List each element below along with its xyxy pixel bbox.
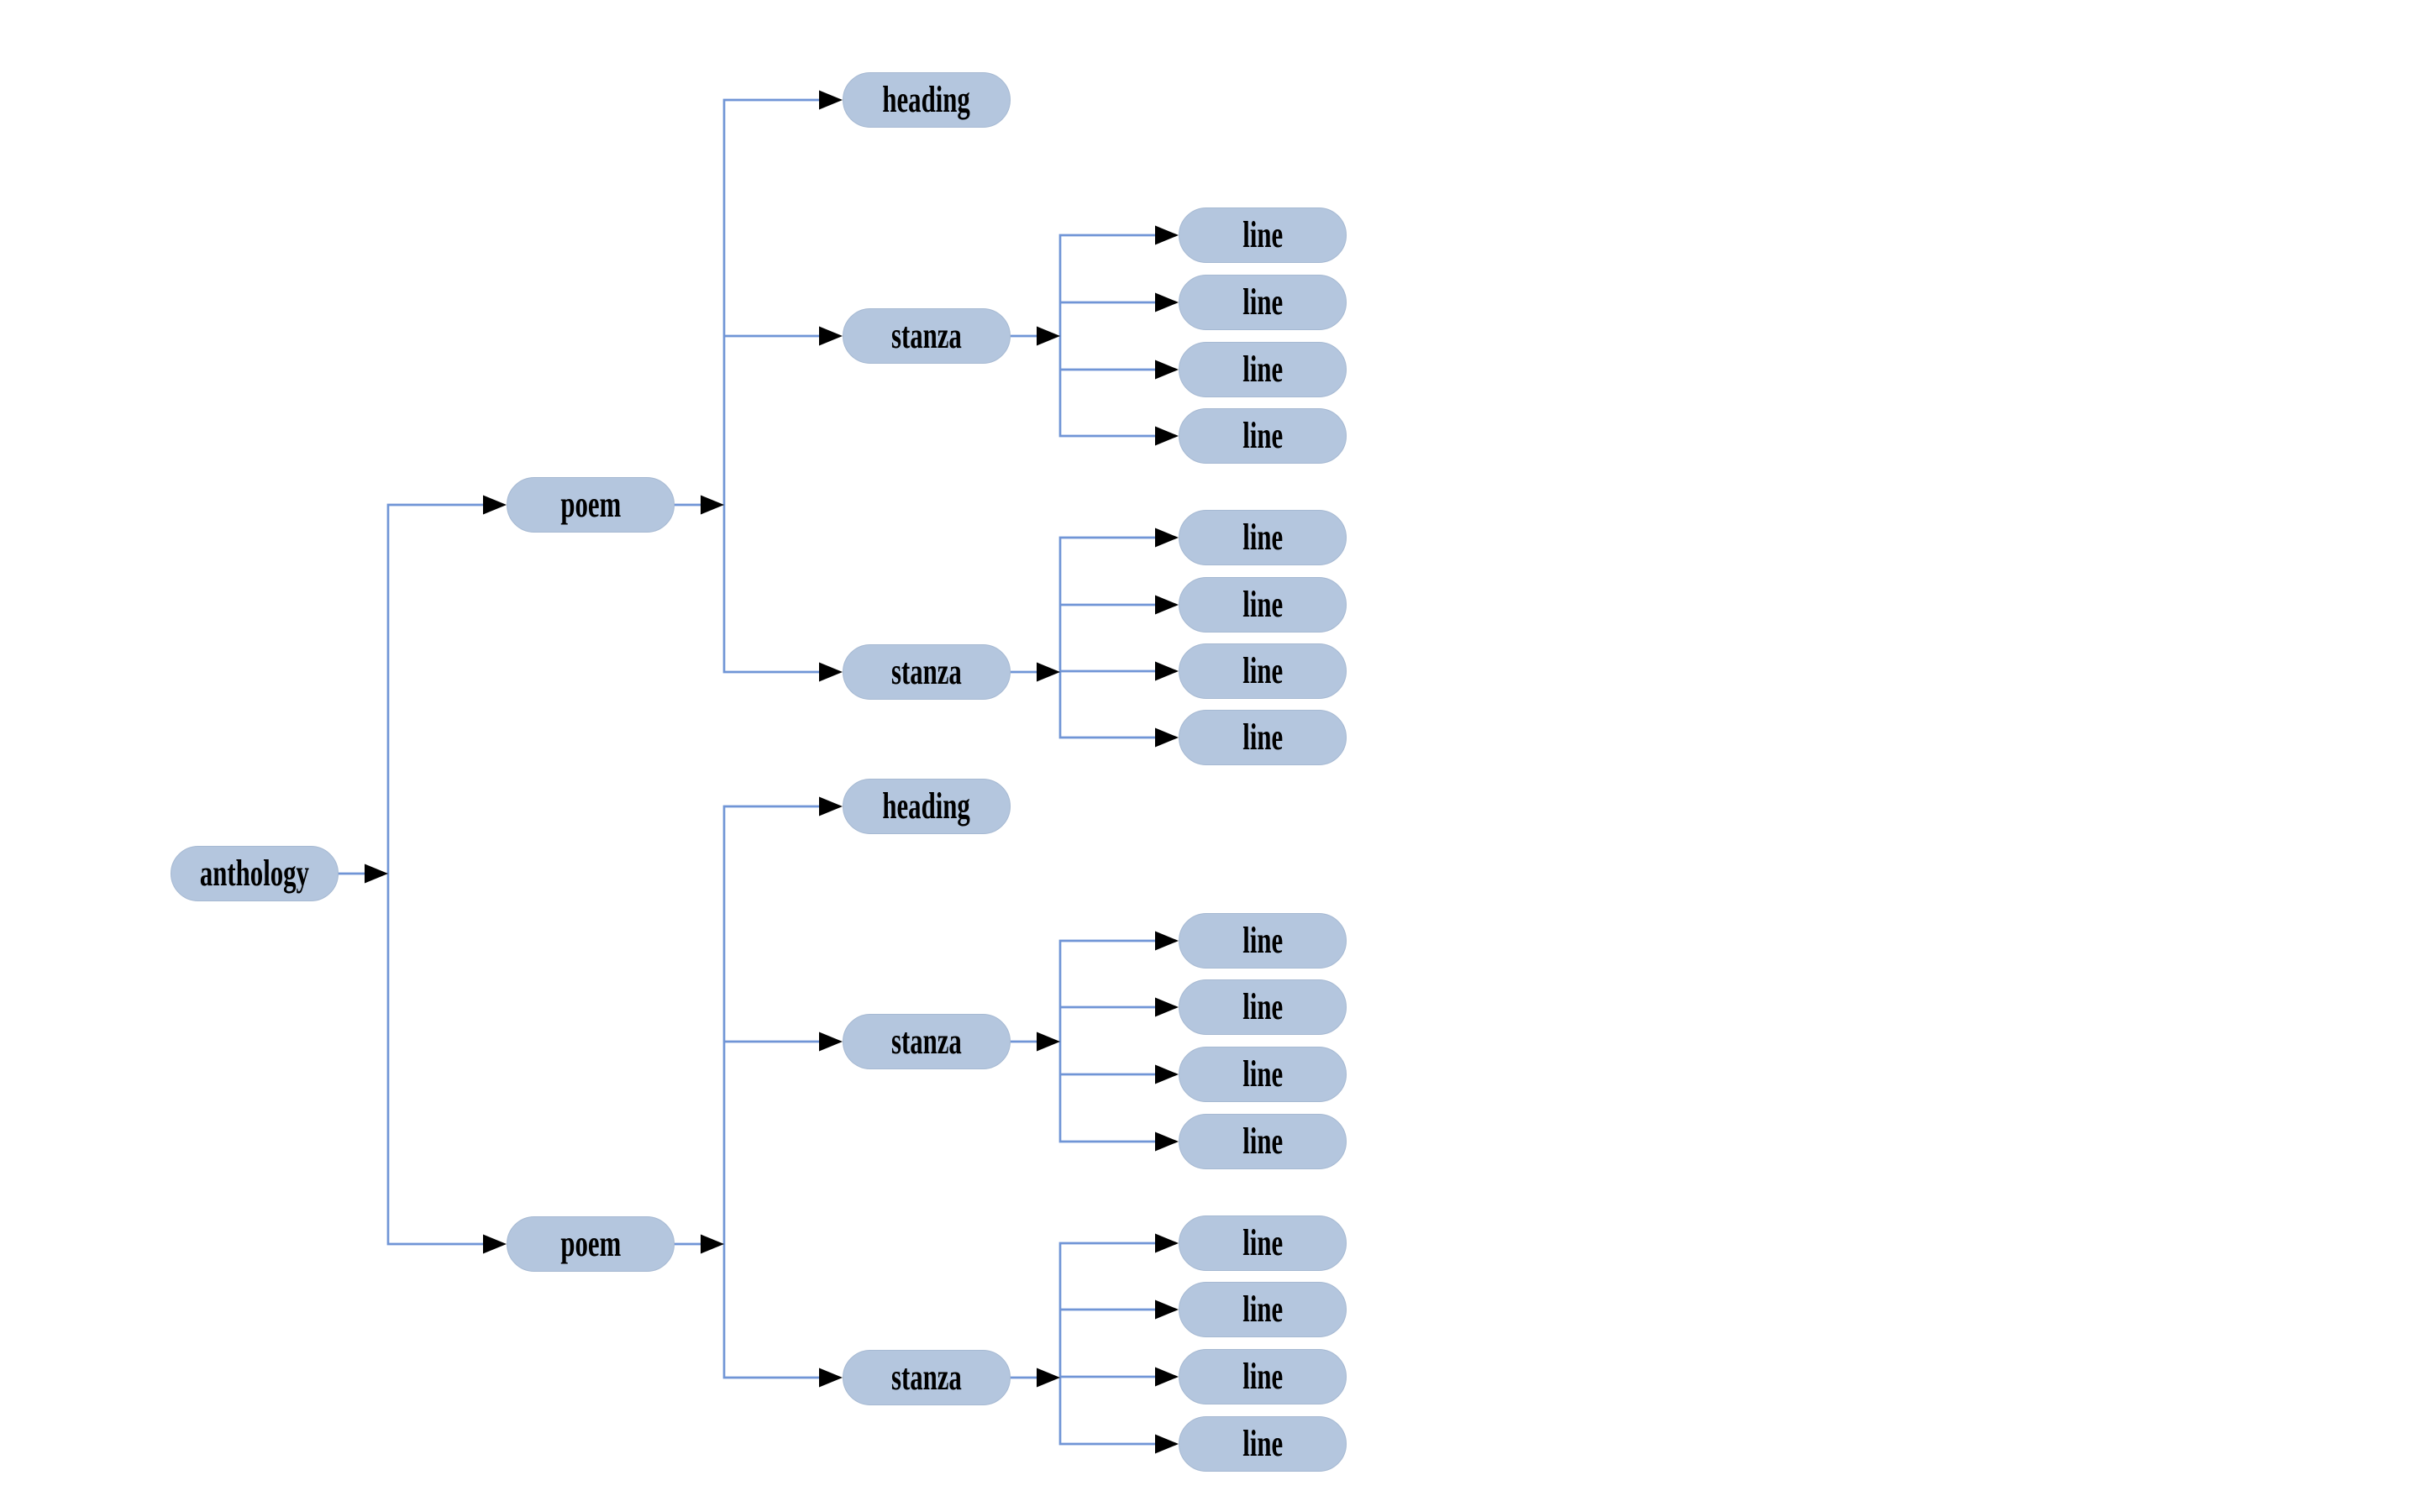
node-poem-1: poem xyxy=(507,477,675,533)
node-stanza-2: stanza xyxy=(843,644,1011,700)
node-line-6: line xyxy=(1179,577,1347,633)
node-line-3-label: line xyxy=(1242,349,1283,390)
node-poem-2: poem xyxy=(507,1216,675,1272)
arrowhead-icons xyxy=(365,90,1179,1454)
node-anthology: anthology xyxy=(171,846,339,901)
node-line-6-label: line xyxy=(1242,584,1283,625)
node-line-16-label: line xyxy=(1242,1423,1283,1464)
node-stanza-4: stanza xyxy=(843,1350,1011,1405)
node-poem-2-label: poem xyxy=(560,1223,621,1264)
node-line-11: line xyxy=(1179,1047,1347,1102)
node-stanza-1: stanza xyxy=(843,308,1011,364)
node-line-1-label: line xyxy=(1242,214,1283,255)
node-heading-1: heading xyxy=(843,72,1011,128)
node-line-1: line xyxy=(1179,207,1347,263)
node-line-5-label: line xyxy=(1242,517,1283,558)
node-stanza-1-label: stanza xyxy=(891,315,962,356)
node-heading-2: heading xyxy=(843,779,1011,834)
node-line-7: line xyxy=(1179,643,1347,699)
node-line-10: line xyxy=(1179,979,1347,1035)
node-line-7-label: line xyxy=(1242,650,1283,691)
node-line-13: line xyxy=(1179,1215,1347,1271)
node-line-9: line xyxy=(1179,913,1347,969)
node-stanza-2-label: stanza xyxy=(891,651,962,692)
node-stanza-3-label: stanza xyxy=(891,1021,962,1062)
node-line-13-label: line xyxy=(1242,1222,1283,1263)
node-line-4: line xyxy=(1179,408,1347,464)
edge-lines xyxy=(338,98,1156,1446)
node-line-3: line xyxy=(1179,342,1347,397)
node-line-10-label: line xyxy=(1242,986,1283,1027)
node-line-14-label: line xyxy=(1242,1289,1283,1330)
node-line-2: line xyxy=(1179,275,1347,330)
node-stanza-4-label: stanza xyxy=(891,1357,962,1398)
node-line-5: line xyxy=(1179,510,1347,565)
node-line-12-label: line xyxy=(1242,1121,1283,1162)
node-line-12: line xyxy=(1179,1114,1347,1169)
node-line-14: line xyxy=(1179,1282,1347,1337)
node-line-15: line xyxy=(1179,1349,1347,1404)
node-line-11-label: line xyxy=(1242,1053,1283,1095)
node-stanza-3: stanza xyxy=(843,1014,1011,1069)
node-line-4-label: line xyxy=(1242,415,1283,456)
node-line-8: line xyxy=(1179,710,1347,765)
node-line-9-label: line xyxy=(1242,920,1283,961)
node-poem-1-label: poem xyxy=(560,484,621,525)
node-anthology-label: anthology xyxy=(199,853,310,894)
node-line-16: line xyxy=(1179,1416,1347,1472)
node-line-2-label: line xyxy=(1242,281,1283,323)
node-line-15-label: line xyxy=(1242,1356,1283,1397)
node-heading-1-label: heading xyxy=(882,79,971,120)
node-heading-2-label: heading xyxy=(882,785,971,827)
node-line-8-label: line xyxy=(1242,717,1283,758)
